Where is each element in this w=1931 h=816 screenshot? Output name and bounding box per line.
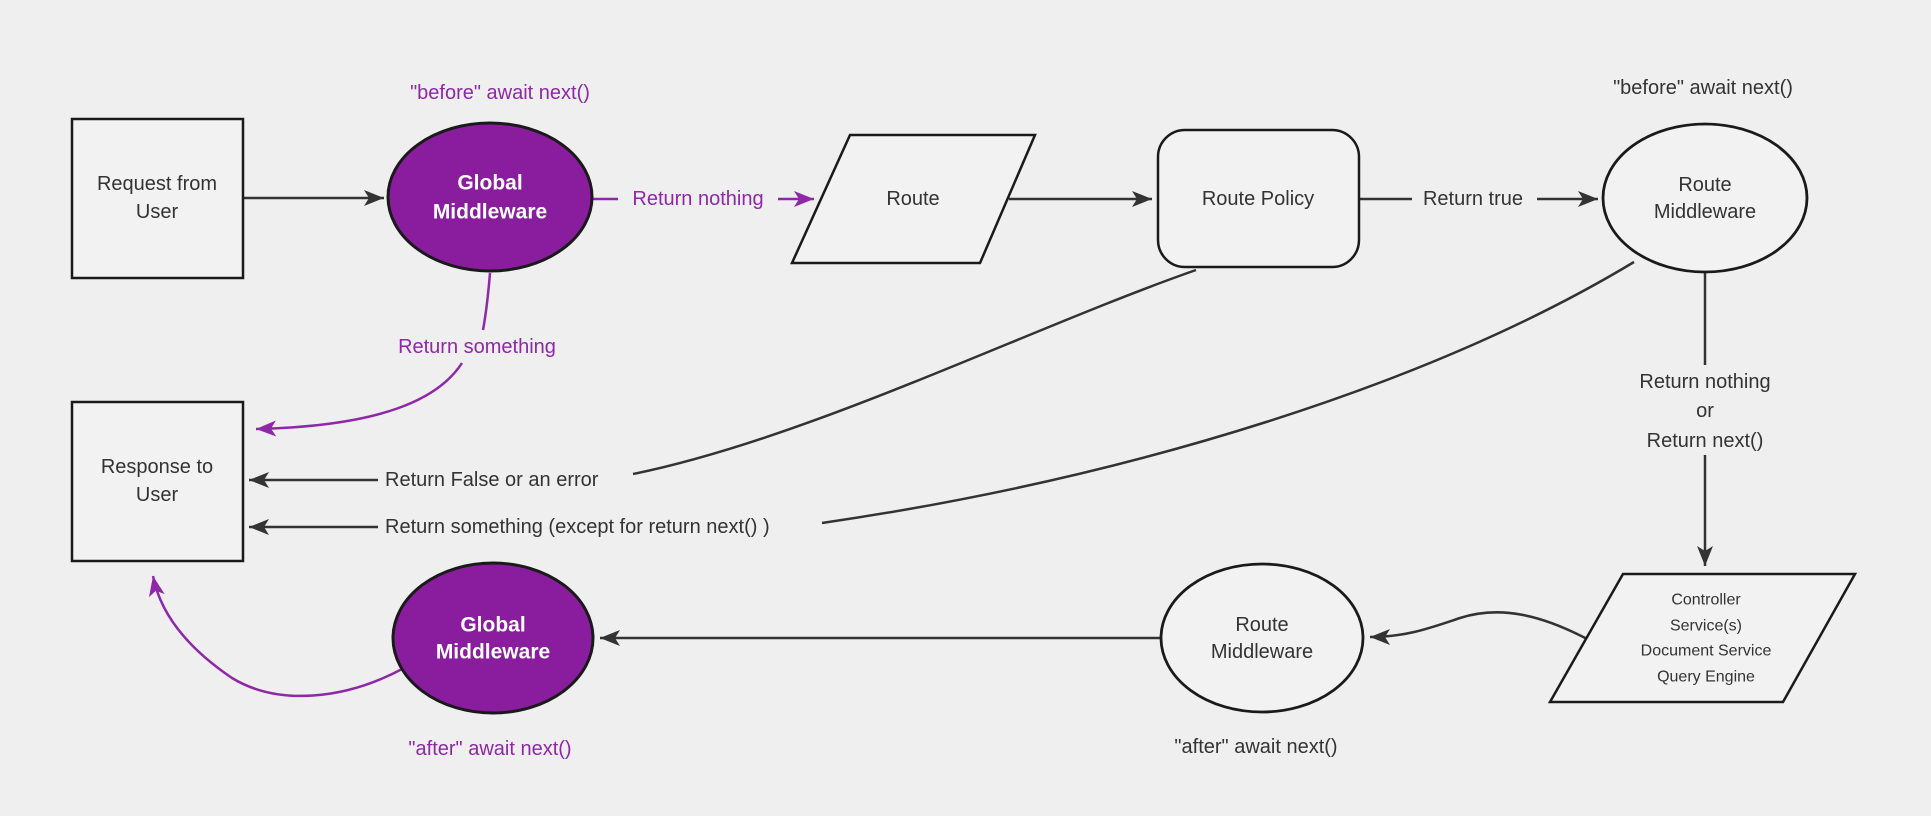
route-policy-box bbox=[1156, 128, 1361, 269]
response-label-line2: User bbox=[136, 484, 179, 506]
request-label-line1: Request from bbox=[97, 173, 217, 195]
global-middleware-bottom-line1: Global bbox=[460, 614, 525, 637]
route-middleware-bottom-line1: Route bbox=[1235, 614, 1288, 636]
controller-line4: Query Engine bbox=[1657, 669, 1755, 686]
route-middleware-top-line1: Route bbox=[1678, 174, 1731, 196]
response-label-line1: Response to bbox=[101, 456, 213, 478]
request-from-user-box bbox=[70, 117, 245, 280]
global-middleware-top-ellipse bbox=[386, 121, 594, 273]
global-middleware-bottom-line2: Middleware bbox=[436, 641, 550, 664]
label-return-nothing-or-line2: or bbox=[1696, 400, 1714, 422]
response-to-user-box bbox=[70, 400, 245, 563]
edge-global-top-return-something-arrow bbox=[255, 362, 464, 437]
controller-line3: Document Service bbox=[1641, 643, 1772, 660]
route-middleware-bottom-line2: Middleware bbox=[1211, 641, 1313, 663]
label-return-nothing-or-line3: Return next() bbox=[1647, 430, 1764, 452]
label-after-await-next-global: "after" await next() bbox=[408, 738, 571, 760]
global-middleware-top-line2: Middleware bbox=[433, 201, 547, 224]
route-parallelogram bbox=[790, 133, 1037, 265]
label-return-true: Return true bbox=[1423, 188, 1523, 210]
label-after-await-next-route: "after" await next() bbox=[1174, 736, 1337, 758]
edge-policy-return-false-curve bbox=[632, 268, 1197, 476]
edge-routemw-return-something-curve bbox=[821, 260, 1635, 525]
label-return-something-except: Return something (except for return next… bbox=[385, 516, 770, 538]
label-before-await-next-global: "before" await next() bbox=[410, 82, 590, 104]
route-label: Route bbox=[886, 188, 939, 210]
global-middleware-bottom-ellipse bbox=[391, 561, 595, 715]
label-return-nothing-or-line1: Return nothing bbox=[1639, 371, 1770, 393]
route-middleware-top-line2: Middleware bbox=[1654, 201, 1756, 223]
edge-global-bottom-to-response bbox=[149, 575, 405, 698]
route-middleware-top-ellipse bbox=[1601, 122, 1809, 274]
request-label-line2: User bbox=[136, 201, 179, 223]
controller-line1: Controller bbox=[1671, 592, 1741, 609]
global-middleware-top-line1: Global bbox=[457, 172, 522, 195]
route-policy-label: Route Policy bbox=[1202, 188, 1314, 210]
label-return-something: Return something bbox=[398, 336, 556, 358]
label-return-nothing: Return nothing bbox=[632, 188, 763, 210]
edge-controller-to-routemw-bottom bbox=[1369, 611, 1590, 645]
edge-global-top-return-something-stub bbox=[481, 272, 492, 331]
controller-services-parallelogram bbox=[1547, 572, 1858, 704]
label-return-false-or-error: Return False or an error bbox=[385, 469, 599, 491]
label-before-await-next-route: "before" await next() bbox=[1613, 77, 1793, 99]
route-middleware-bottom-ellipse bbox=[1159, 562, 1365, 714]
controller-line2: Service(s) bbox=[1670, 618, 1742, 635]
